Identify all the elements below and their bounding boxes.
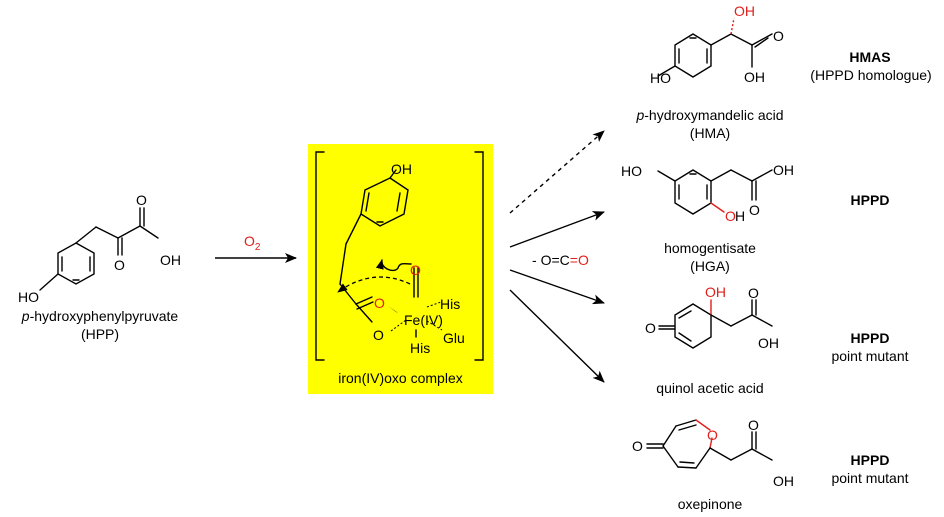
hma-acid-o-label: O [773,28,784,44]
hga-name: homogentisate [664,240,756,256]
arrow-to-hga [509,211,605,248]
hga-acid-oh-label: OH [773,162,794,178]
int-oh-label: OH [391,161,412,177]
hpp-oh-label: OH [160,252,181,268]
hma-name: p-hydroxymandelic acid [636,107,784,123]
quinol-keto-o-label: O [645,320,656,336]
arrow-to-oxepinone [509,289,605,383]
hppd-enzyme-2: HPPD [850,330,890,346]
hma-ho-label: HO [650,70,671,86]
hga-structure: HO OH O O H [621,162,794,224]
hppd-enzyme-1: HPPD [850,192,890,208]
co2-loss-label: - O=C=O [532,252,589,268]
his-ligand-1: His [440,296,460,312]
arrow-to-hma [509,130,605,214]
hpp-acid-o-label: O [136,192,147,208]
fe-label: Fe(IV) [404,312,443,328]
int-carboxyl-o-label: O [373,327,384,343]
hma-abbr: (HMA) [689,125,731,141]
intermediate-caption: iron(IV)oxo complex [338,370,463,386]
hppd-enzyme-3-sub: point mutant [831,470,909,486]
intermediate-box [308,144,493,394]
oxepinone-ring-o-label: O [707,427,718,443]
hga-acid-o-label: O [749,202,760,218]
hmas-enzyme-sub: (HPPD homologue) [810,67,932,83]
hpp-structure: HO O O OH [18,192,181,305]
hpp-name: p-hydroxyphenylpyruvate [21,308,179,324]
oxepinone-keto-o-label: O [632,438,643,454]
hga-ortho-o-label: O [725,208,736,224]
oxepinone-structure: O O O OH [632,417,794,489]
right-bracket [474,151,484,361]
o2-label: O2 [244,233,261,253]
hma-acid-oh-label: OH [744,69,765,85]
hma-alpha-oh-label: OH [734,3,755,19]
his-ligand-2: His [410,340,430,356]
hpp-abbr: (HPP) [80,326,120,342]
oxepinone-acid-o-label: O [748,417,759,433]
quinol-oh-label: OH [705,284,726,300]
left-bracket [315,151,325,361]
hpp-ho-label: HO [18,289,39,305]
hma-structure: HO OH O OH [650,3,784,86]
hmas-enzyme: HMAS [849,49,891,65]
hga-ortho-h-label: H [735,208,745,224]
int-oxo-o-label: O [410,262,421,278]
quinol-name: quinol acetic acid [656,380,764,396]
int-carbonyl-o-label: O [374,295,385,311]
hpp-keto-o-label: O [114,257,125,273]
quinol-acid-oh-label: OH [758,335,779,351]
glu-ligand: Glu [443,330,465,346]
oxepinone-acid-oh-label: OH [773,473,794,489]
intermediate-structure: OH O O O Fe(IV) His His Glu [337,161,465,356]
hppd-enzyme-3: HPPD [850,452,890,468]
hppd-enzyme-2-sub: point mutant [831,348,909,364]
quinol-acid-o-label: O [748,285,759,301]
hga-ho-label: HO [621,163,642,179]
arrow-to-quinol [509,269,605,305]
quinol-structure: O OH O OH [645,284,779,351]
hga-abbr: (HGA) [690,258,730,274]
oxepinone-name: oxepinone [677,496,743,512]
